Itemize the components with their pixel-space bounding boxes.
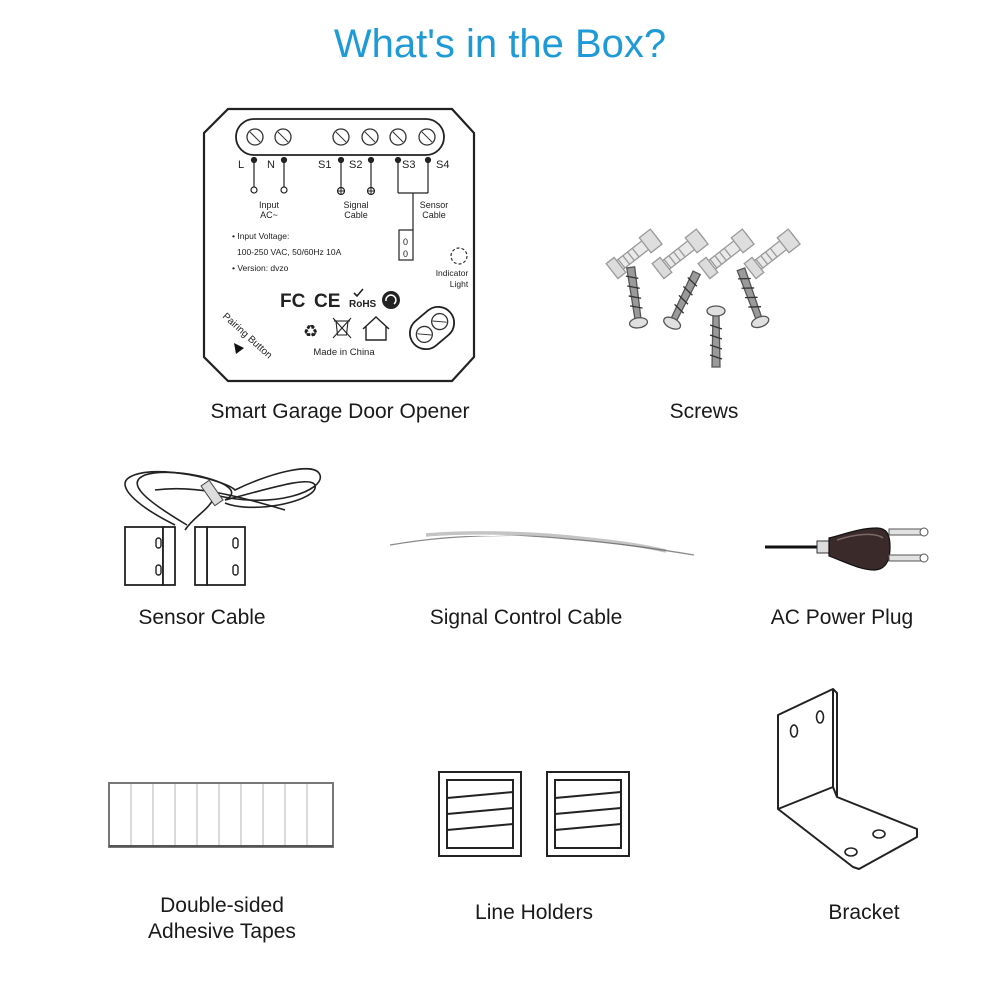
line-holders-icon — [438, 771, 630, 857]
indicator-light-icon — [450, 247, 468, 265]
caption-adhesive-tapes-line1: Double-sided — [160, 894, 284, 917]
caption-ac-power-plug: AC Power Plug — [770, 606, 914, 629]
sensor-label-2: Cable — [422, 210, 446, 220]
weee-bin-icon — [332, 317, 352, 339]
spec-line-2: 100-250 VAC, 50/60Hz 10A — [237, 247, 342, 257]
recycle-green-dot-icon — [382, 291, 400, 309]
sensor-cable-icon — [124, 468, 321, 586]
fc-mark: FC — [280, 291, 306, 312]
adhesive-tapes-icon — [108, 782, 334, 848]
signal-label-1: Signal — [343, 200, 368, 210]
rohs-mark: RoHS — [349, 299, 377, 310]
signal-label-2: Cable — [344, 210, 368, 220]
screws-icon — [605, 228, 801, 368]
terminal-n: N — [267, 159, 275, 171]
indicator-label-2: Light — [450, 279, 469, 289]
caption-signal-cable: Signal Control Cable — [429, 606, 623, 629]
recycle-icon: ♻ — [303, 322, 318, 342]
input-label-2: AC~ — [260, 210, 278, 220]
ac-power-plug-icon — [765, 527, 929, 571]
smart-garage-door-opener-icon: L N S1 S2 S3 S4 0 0 Input AC~ Signal Cab… — [202, 107, 476, 383]
terminal-s2: S2 — [349, 159, 362, 171]
caption-bracket: Bracket — [828, 901, 900, 924]
input-label-1: Input — [259, 200, 280, 210]
terminal-s4: S4 — [436, 159, 449, 171]
terminal-s1: S1 — [318, 159, 331, 171]
spec-line-1: • Input Voltage: — [232, 231, 289, 241]
terminal-l: L — [238, 159, 244, 171]
sensor-label-1: Sensor — [420, 200, 449, 210]
spec-line-3: • Version: dvzo — [232, 263, 289, 273]
bracket-icon — [777, 688, 918, 870]
page-title: What's in the Box? — [333, 22, 667, 66]
signal-cable-icon — [389, 531, 695, 556]
svg-text:0: 0 — [403, 249, 408, 259]
caption-line-holders: Line Holders — [475, 901, 593, 924]
caption-screws: Screws — [669, 400, 739, 423]
made-in-label: Made in China — [313, 347, 375, 358]
ce-mark: CE — [314, 291, 340, 312]
caption-adhesive-tapes: Double-sided Adhesive Tapes — [122, 893, 322, 945]
caption-sensor-cable: Sensor Cable — [138, 606, 266, 629]
mount-slot-icon — [408, 305, 456, 351]
caption-adhesive-tapes-line2: Adhesive Tapes — [148, 920, 296, 943]
caption-garage-door-opener: Smart Garage Door Opener — [210, 400, 470, 423]
terminal-s3: S3 — [402, 159, 415, 171]
svg-text:0: 0 — [403, 237, 408, 247]
indicator-label-1: Indicator — [436, 268, 469, 278]
home-icon — [362, 316, 390, 341]
pairing-button-arrow-icon — [234, 343, 244, 354]
